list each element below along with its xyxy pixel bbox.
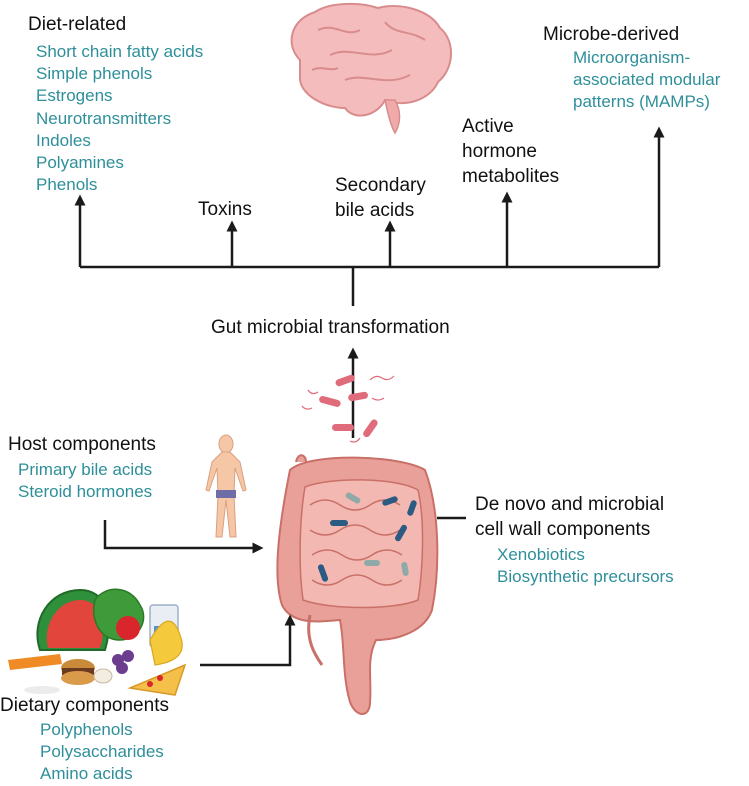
human-figure-icon	[205, 434, 247, 538]
list-item: Polyphenols	[40, 720, 133, 739]
list-item: Amino acids	[40, 764, 133, 784]
de-novo-line2: cell wall components	[475, 519, 651, 540]
list-item: Polysaccharides	[40, 742, 164, 762]
dietary-components-list: Polyphenols Polysaccharides Amino acids	[40, 719, 164, 786]
diet-related-title: Diet-related	[28, 14, 127, 35]
transformation-tree	[74, 126, 665, 306]
bacteria-icon	[301, 374, 395, 443]
list-item: patterns (MAMPs)	[573, 92, 710, 112]
dietary-components-title: Dietary components	[0, 695, 169, 716]
toxins-label: Toxins	[198, 199, 252, 220]
host-components-list: Primary bile acids Steroid hormones	[18, 459, 152, 503]
list-item: Simple phenols	[36, 64, 153, 84]
active-hormone-line3: metabolites	[462, 166, 560, 187]
list-item: Indoles	[36, 130, 91, 150]
list-item: Short chain fatty acids	[36, 42, 204, 61]
list-item: Neurotransmitters	[36, 108, 172, 128]
secondary-bile-acids-line1: Secondary	[335, 175, 426, 196]
microbe-derived-list: Microorganism- associated modular patter…	[573, 47, 720, 114]
list-item: Primary bile acids	[18, 460, 153, 479]
secondary-bile-acids-line2: bile acids	[335, 200, 415, 221]
list-item: associated modular	[573, 70, 721, 90]
list-item: Microorganism-	[573, 48, 691, 67]
host-components-title: Host components	[8, 434, 156, 455]
active-hormone-line2: hormone	[462, 141, 537, 162]
active-hormone-line1: Active	[462, 116, 514, 137]
gut-transformation-label: Gut microbial transformation	[211, 317, 450, 338]
list-item: Polyamines	[36, 153, 124, 173]
de-novo-list: Xenobiotics Biosynthetic precursors	[497, 544, 674, 588]
de-novo-line1: De novo and microbial	[475, 494, 665, 515]
list-item: Biosynthetic precursors	[497, 567, 674, 587]
microbe-derived-title: Microbe-derived	[543, 24, 680, 45]
list-item: Estrogens	[36, 86, 113, 106]
host-arrow	[103, 520, 264, 554]
list-item: Xenobiotics	[497, 545, 585, 564]
list-item: Phenols	[36, 175, 98, 195]
diet-related-list: Short chain fatty acids Simple phenols E…	[36, 41, 203, 196]
brain-icon	[290, 2, 452, 135]
food-icon	[8, 588, 187, 696]
dietary-arrow	[200, 614, 296, 667]
list-item: Steroid hormones	[18, 482, 153, 502]
intestine-icon	[276, 454, 439, 715]
